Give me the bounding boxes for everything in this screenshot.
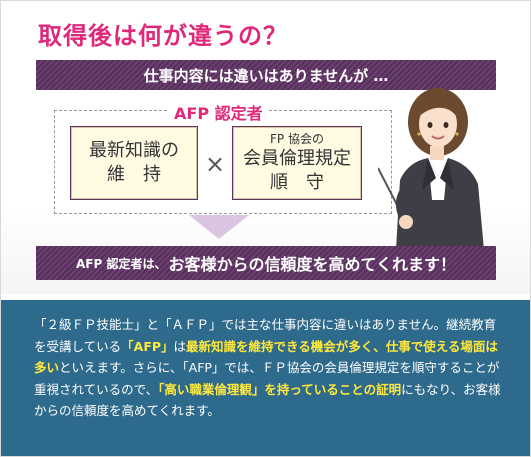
description-section bbox=[1, 300, 530, 456]
paragraph-text-4: にもなり、お客様からの信頼度を高めてくれます。 bbox=[34, 381, 501, 419]
banner-top: 仕事内容には違いはありませんが … bbox=[36, 60, 496, 90]
description-paragraph: 「２級ＦＰ技能士」と「ＡＦＰ」では主な仕事内容に違いはありません。継続教育を受講… bbox=[34, 314, 502, 422]
paragraph-text-1: 「２級ＦＰ技能士」と「ＡＦＰ」では主な仕事内容に違いはありません。継続教育を受講… bbox=[34, 317, 497, 354]
times-symbol: × bbox=[205, 150, 226, 178]
page-title: 取得後は何が違うの？ bbox=[38, 22, 288, 50]
paragraph-highlight-ethics: 「高い職業倫理観」を持っていることの証明 bbox=[158, 381, 402, 397]
banner-top-text: 仕事内容には違いはありませんが … bbox=[143, 66, 389, 85]
down-arrow-icon bbox=[189, 215, 249, 239]
paragraph-highlight-knowledge: 最新知識を維持できる機会が多く、仕事で使える場面は多い bbox=[34, 338, 498, 376]
paragraph-text-3: といえます。さらに、「AFP」では、ＦＰ協会の会員倫理規定を順守することが重視さ… bbox=[34, 360, 500, 397]
banner-bottom: AFP 認定者は、 お客様からの信頼度を高めてくれます！ bbox=[36, 246, 496, 280]
paragraph-text-2: は bbox=[173, 338, 187, 354]
banner-bottom-prefix: AFP 認定者は、 bbox=[76, 256, 167, 271]
card-knowledge: 最新知識の 維 持 bbox=[70, 126, 198, 200]
card-ethics-line1: 会員倫理規定 bbox=[243, 147, 351, 169]
afp-label: AFP 認定者 bbox=[168, 100, 269, 124]
card-ethics-line2: 順 守 bbox=[270, 171, 324, 193]
card-ethics: FP 協会の 会員倫理規定 順 守 bbox=[232, 126, 362, 200]
banner-bottom-text: お客様からの信頼度を高めてくれます！ bbox=[168, 255, 456, 274]
card-ethics-sub: FP 協会の bbox=[270, 131, 324, 146]
card-knowledge-line1: 最新知識の bbox=[89, 140, 179, 161]
woman-presenter-illustration bbox=[378, 88, 484, 250]
card-knowledge-line2: 維 持 bbox=[107, 164, 161, 185]
paragraph-highlight-afp: 「AFP」 bbox=[121, 338, 174, 354]
